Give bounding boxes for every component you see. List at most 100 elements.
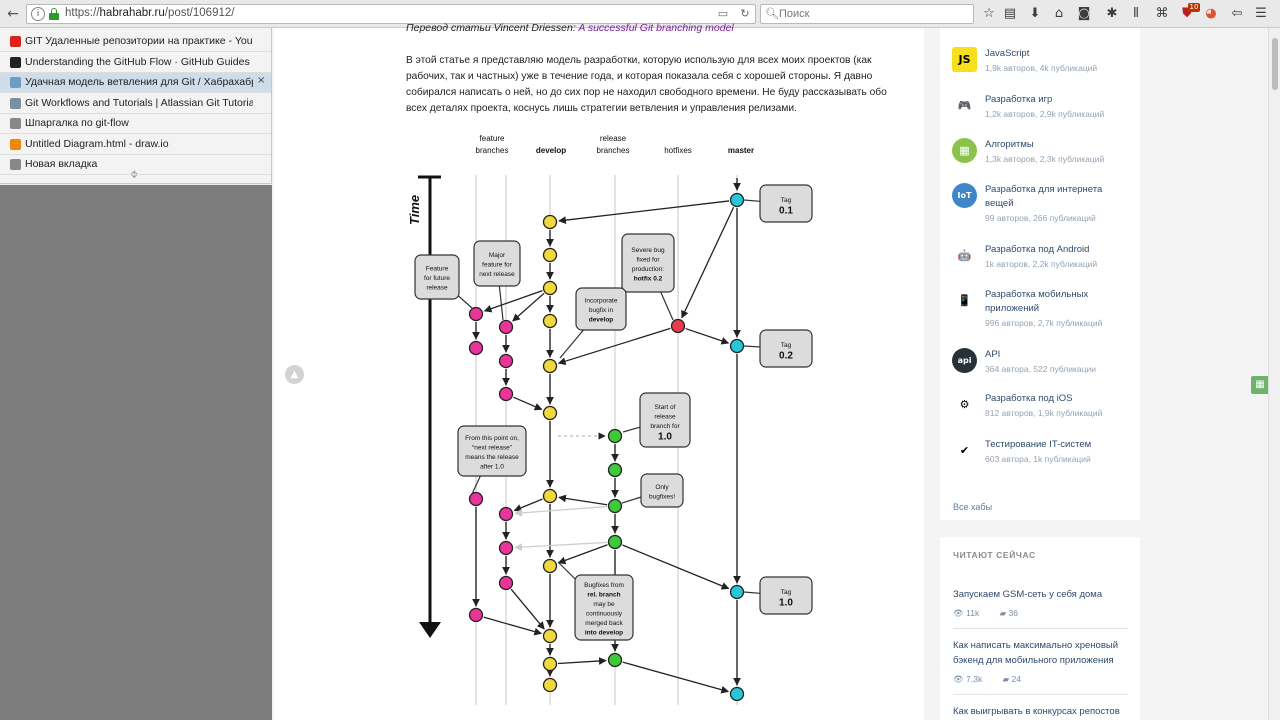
- all-hubs-link[interactable]: Все хабы: [953, 502, 993, 512]
- info-icon[interactable]: i: [31, 7, 45, 21]
- hub-stats: 99 авторов, 266 публикаций: [985, 213, 1096, 223]
- bookmarks-menu-icon[interactable]: ▤: [1003, 6, 1017, 21]
- commit-arrow: [622, 544, 730, 590]
- network-icon[interactable]: ⌘: [1155, 6, 1169, 21]
- extension-color-icon[interactable]: ◕: [1205, 6, 1217, 21]
- empty-panel-area: [0, 185, 272, 720]
- callout-box: [759, 184, 813, 223]
- url-path: /post/106912/: [164, 7, 235, 19]
- extension-arrow-icon[interactable]: ⇦: [1231, 6, 1243, 21]
- hub-name[interactable]: Разработка игр: [985, 94, 1053, 105]
- callout-text: hotfix 0.2: [634, 275, 663, 282]
- hub-icon: ⚙: [952, 392, 977, 417]
- panel-resize-grip-icon[interactable]: ✥: [130, 170, 139, 181]
- hub-icon: IoT: [952, 183, 977, 208]
- hub-item[interactable]: 🤖 Разработка под Android 1k авторов, 2,2…: [952, 243, 1132, 283]
- callout-text: into develop: [585, 629, 623, 636]
- tab-title: Understanding the GitHub Flow · GitHub G…: [25, 55, 250, 68]
- callout-box: [759, 576, 813, 615]
- tab-item[interactable]: Шпаргалка по git-flow: [0, 114, 271, 134]
- ublock-icon[interactable]: ⛊: [1182, 6, 1192, 21]
- callout-box: [621, 233, 675, 293]
- callout-box: [457, 425, 527, 477]
- hub-item[interactable]: IoT Разработка для интернета вещей 99 ав…: [952, 183, 1132, 223]
- scroll-up-button[interactable]: ▲: [285, 365, 304, 384]
- commit-arrow: [557, 544, 608, 565]
- hub-stats: 1k авторов, 2,2k публикаций: [985, 259, 1098, 269]
- back-arrow-icon[interactable]: ←: [7, 6, 19, 22]
- callout-text: Feature: [426, 266, 449, 273]
- favicon-icon: [10, 36, 21, 47]
- tab-item[interactable]: Untitled Diagram.html - draw.io: [0, 135, 271, 155]
- release-commit-node: [607, 462, 623, 478]
- original-article-link[interactable]: A successful Git branching model: [578, 22, 734, 34]
- hub-stats: 1,2k авторов, 2,9k публикаций: [985, 109, 1105, 119]
- search-bar[interactable]: 🔍︎ Поиск: [760, 4, 974, 24]
- tab-item[interactable]: Новая вкладка: [0, 155, 271, 175]
- hub-icon: 📱: [952, 288, 977, 313]
- hub-name[interactable]: Тестирование IT-систем: [985, 439, 1092, 450]
- feature-commit-node: [468, 607, 484, 623]
- release-commit-node: [607, 428, 623, 444]
- reload-icon[interactable]: ↻: [740, 7, 750, 20]
- translation-credit: Перевод статьи Vincent Driessen: A succe…: [406, 22, 734, 34]
- floating-extension-icon[interactable]: ▦: [1251, 376, 1269, 394]
- tab-item[interactable]: GIT Удаленные репозитории на практике - …: [0, 32, 271, 52]
- bookmark-star-icon[interactable]: ☆: [983, 6, 995, 21]
- url-text[interactable]: https://habrahabr.ru/post/106912/: [65, 7, 234, 19]
- hub-item[interactable]: ✔ Тестирование IT-систем 603 автора, 1k …: [952, 438, 1132, 478]
- home-icon[interactable]: ⌂: [1054, 6, 1064, 21]
- hub-name[interactable]: Разработка для интернета вещей: [985, 184, 1103, 209]
- callout-box: [414, 254, 460, 300]
- pocket-icon[interactable]: ◙: [1077, 6, 1091, 21]
- download-icon[interactable]: ⬇: [1029, 6, 1041, 21]
- callout-text: release: [426, 285, 448, 292]
- hub-name[interactable]: API: [985, 349, 1001, 360]
- page-scrollbar[interactable]: [1268, 28, 1280, 720]
- tab-item[interactable]: Git Workflows and Tutorials | Atlassian …: [0, 94, 271, 114]
- hub-item[interactable]: ▦ Алгоритмы 1,3k авторов, 2,3k публикаци…: [952, 138, 1132, 178]
- hub-stats: 1,3k авторов, 2,3k публикаций: [985, 154, 1105, 164]
- master-commit-node: [729, 338, 745, 354]
- callout-box: [759, 329, 813, 368]
- hub-name[interactable]: Разработка под Android: [985, 244, 1090, 255]
- hub-name[interactable]: Разработка мобильных приложений: [985, 289, 1089, 314]
- feature-commit-node: [498, 319, 514, 335]
- hub-name[interactable]: Разработка под iOS: [985, 393, 1073, 404]
- hub-item[interactable]: 📱 Разработка мобильных приложений 996 ав…: [952, 288, 1132, 328]
- callout-text: 0.2: [779, 350, 793, 361]
- callout-box: [574, 574, 634, 641]
- scrollbar-thumb[interactable]: [1272, 38, 1278, 90]
- callout-box: [473, 240, 521, 287]
- post-title-link[interactable]: Запускаем GSM-сеть у себя дома: [953, 589, 1103, 600]
- hub-item[interactable]: 🎮 Разработка игр 1,2k авторов, 2,9k публ…: [952, 93, 1132, 133]
- search-placeholder: Поиск: [779, 8, 810, 20]
- callout-text: Bugfixes from: [584, 582, 624, 589]
- column-header: develop: [536, 146, 566, 155]
- hamburger-menu-icon[interactable]: ☰: [1255, 6, 1267, 21]
- hub-item[interactable]: ⚙ Разработка под iOS 812 авторов, 1,9k п…: [952, 392, 1132, 432]
- callout-text: feature for: [482, 262, 512, 269]
- lock-icon: [49, 8, 59, 20]
- tab-item[interactable]: Understanding the GitHub Flow · GitHub G…: [0, 53, 271, 73]
- callout-text: Major: [489, 252, 506, 259]
- url-bar[interactable]: i https://habrahabr.ru/post/106912/ ▭ ↻: [26, 4, 756, 24]
- release-commit-node: [607, 534, 623, 550]
- hub-name[interactable]: JavaScript: [985, 48, 1030, 59]
- post-title-link[interactable]: Как выигрывать в конкурсах репостов: [953, 706, 1120, 717]
- reader-view-icon[interactable]: ▭: [717, 7, 729, 20]
- extension-pills-icon[interactable]: ⦀: [1133, 6, 1139, 21]
- column-header: branches: [597, 146, 630, 155]
- extension-bug-icon[interactable]: ✱: [1106, 6, 1118, 21]
- tab-item[interactable]: Удачная модель ветвления для Git / Хабра…: [0, 73, 271, 93]
- post-title-link[interactable]: Как написать максимально хреновый бэкенд…: [953, 640, 1118, 666]
- hub-icon: 🎮: [952, 93, 977, 118]
- commit-arrow: [557, 327, 671, 365]
- hub-item[interactable]: JS JavaScript 1,9k авторов, 4k публикаци…: [952, 47, 1132, 87]
- hub-item[interactable]: api API 364 автора, 522 публикации: [952, 348, 1132, 388]
- hub-name[interactable]: Алгоритмы: [985, 139, 1034, 150]
- tab-close-icon[interactable]: ×: [257, 75, 266, 86]
